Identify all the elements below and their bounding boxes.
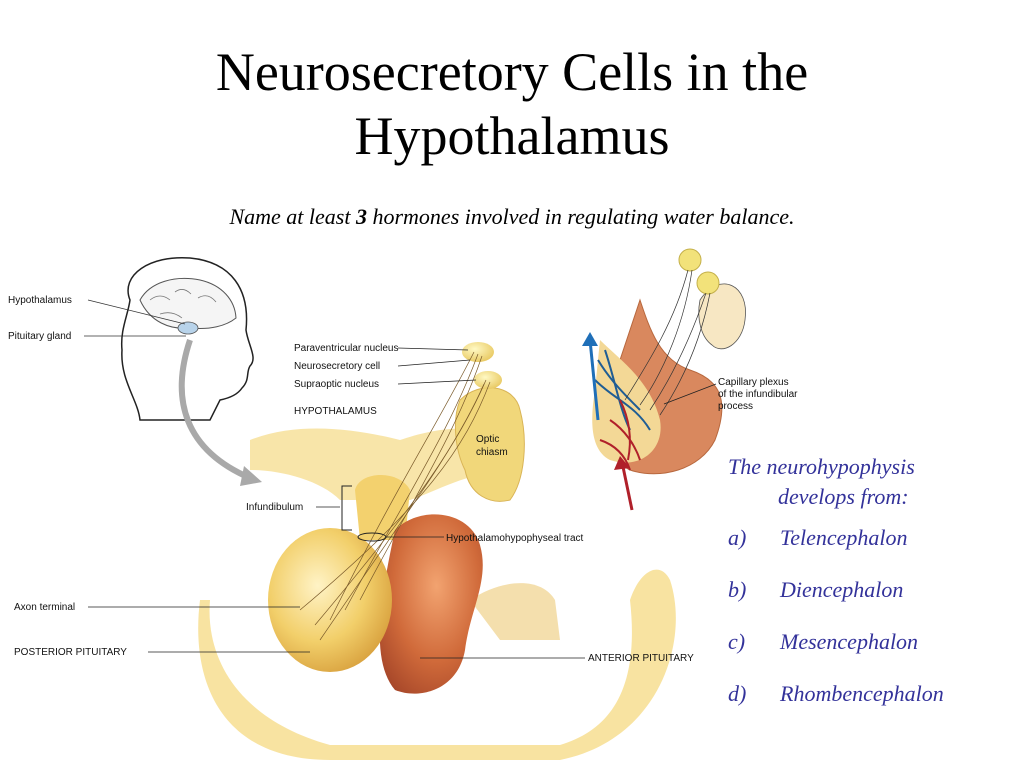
vein-vessel (588, 339, 600, 421)
zoom-arrow-head (240, 466, 262, 486)
question-number: 3 (355, 204, 367, 229)
optic-chiasm (455, 387, 525, 502)
label-hypothalamohypophyseal-tract: Hypothalamohypophyseal tract (446, 533, 584, 544)
label-capillary-plexus-1: Capillary plexus (718, 377, 789, 388)
option-key: c) (728, 629, 746, 654)
title-line-2: Hypothalamus (354, 106, 670, 166)
option-text: Mesencephalon (780, 629, 919, 654)
option-text: Diencephalon (780, 577, 904, 602)
quiz-stem-line-1: The neurohypophysis (728, 454, 915, 479)
title-line-1: Neurosecretory Cells in the (215, 42, 809, 102)
brain-outline (139, 277, 237, 329)
cell-axons (624, 269, 711, 416)
label-posterior-pituitary: POSTERIOR PITUITARY (14, 647, 127, 658)
option-text: Rhombencephalon (780, 681, 944, 706)
option-key: d) (728, 681, 747, 706)
vein-arrow-head (582, 332, 598, 346)
cell-body-1 (678, 248, 702, 272)
label-paraventricular-nucleus: Paraventricular nucleus (294, 343, 399, 354)
slide-title: Neurosecretory Cells in the Hypothalamus (0, 40, 1024, 168)
quiz-option-b: b) Diencephalon (728, 564, 1018, 616)
hypothalamus-region (177, 321, 199, 335)
artery-arrow-head (614, 456, 630, 470)
quiz-option-d: d) Rhombencephalon (728, 668, 1018, 720)
label-supraoptic-nucleus: Supraoptic nucleus (294, 379, 379, 390)
cell-body-2 (696, 271, 720, 295)
option-key: a) (728, 525, 747, 550)
label-hypothalamus-caps: HYPOTHALAMUS (294, 406, 377, 417)
option-key: b) (728, 577, 747, 602)
infundibulum-stalk (355, 475, 410, 540)
label-pituitary-gland: Pituitary gland (8, 331, 71, 342)
head-illustration: Hypothalamus Pituitary gland (8, 256, 262, 486)
zoom-arrow (178, 339, 252, 481)
question-text: Name at least 3 hormones involved in reg… (0, 204, 1024, 230)
label-chiasm: chiasm (476, 447, 508, 458)
question-after: hormones involved in regulating water ba… (366, 204, 795, 229)
artery-vessel (620, 461, 634, 511)
label-hypothalamus: Hypothalamus (8, 295, 72, 306)
quiz-option-a: a) Telencephalon (728, 512, 1018, 564)
label-infundibulum: Infundibulum (246, 502, 303, 513)
leader-lines (88, 347, 585, 659)
label-optic: Optic (476, 434, 499, 445)
label-axon-terminal: Axon terminal (14, 602, 75, 613)
quiz-stem-line-2: develops from: (778, 484, 909, 509)
question-before: Name at least (229, 204, 356, 229)
label-anterior-pituitary: ANTERIOR PITUITARY (588, 653, 694, 664)
axon-tract (299, 351, 491, 641)
quiz-option-c: c) Mesencephalon (728, 616, 1018, 668)
anterior-pituitary (379, 514, 483, 694)
paraventricular-nucleus (462, 342, 494, 362)
option-text: Telencephalon (780, 525, 908, 550)
posterior-pituitary (268, 528, 392, 672)
brain-floor (250, 428, 520, 500)
supraoptic-nucleus (474, 371, 502, 389)
quiz-question: The neurohypophysis develops from: a) Tel… (728, 452, 1018, 720)
capillary-plexus-illustration: Capillary plexus of the infundibular pro… (582, 248, 798, 511)
infundibular-process (592, 340, 661, 463)
brain-lobe (698, 283, 746, 350)
label-neurosecretory-cell: Neurosecretory cell (294, 361, 380, 372)
pituitary-illustration: Paraventricular nucleus Neurosecretory c… (14, 342, 694, 760)
label-capillary-plexus-2: of the infundibular (718, 389, 798, 400)
label-capillary-plexus-3: process (718, 401, 753, 412)
